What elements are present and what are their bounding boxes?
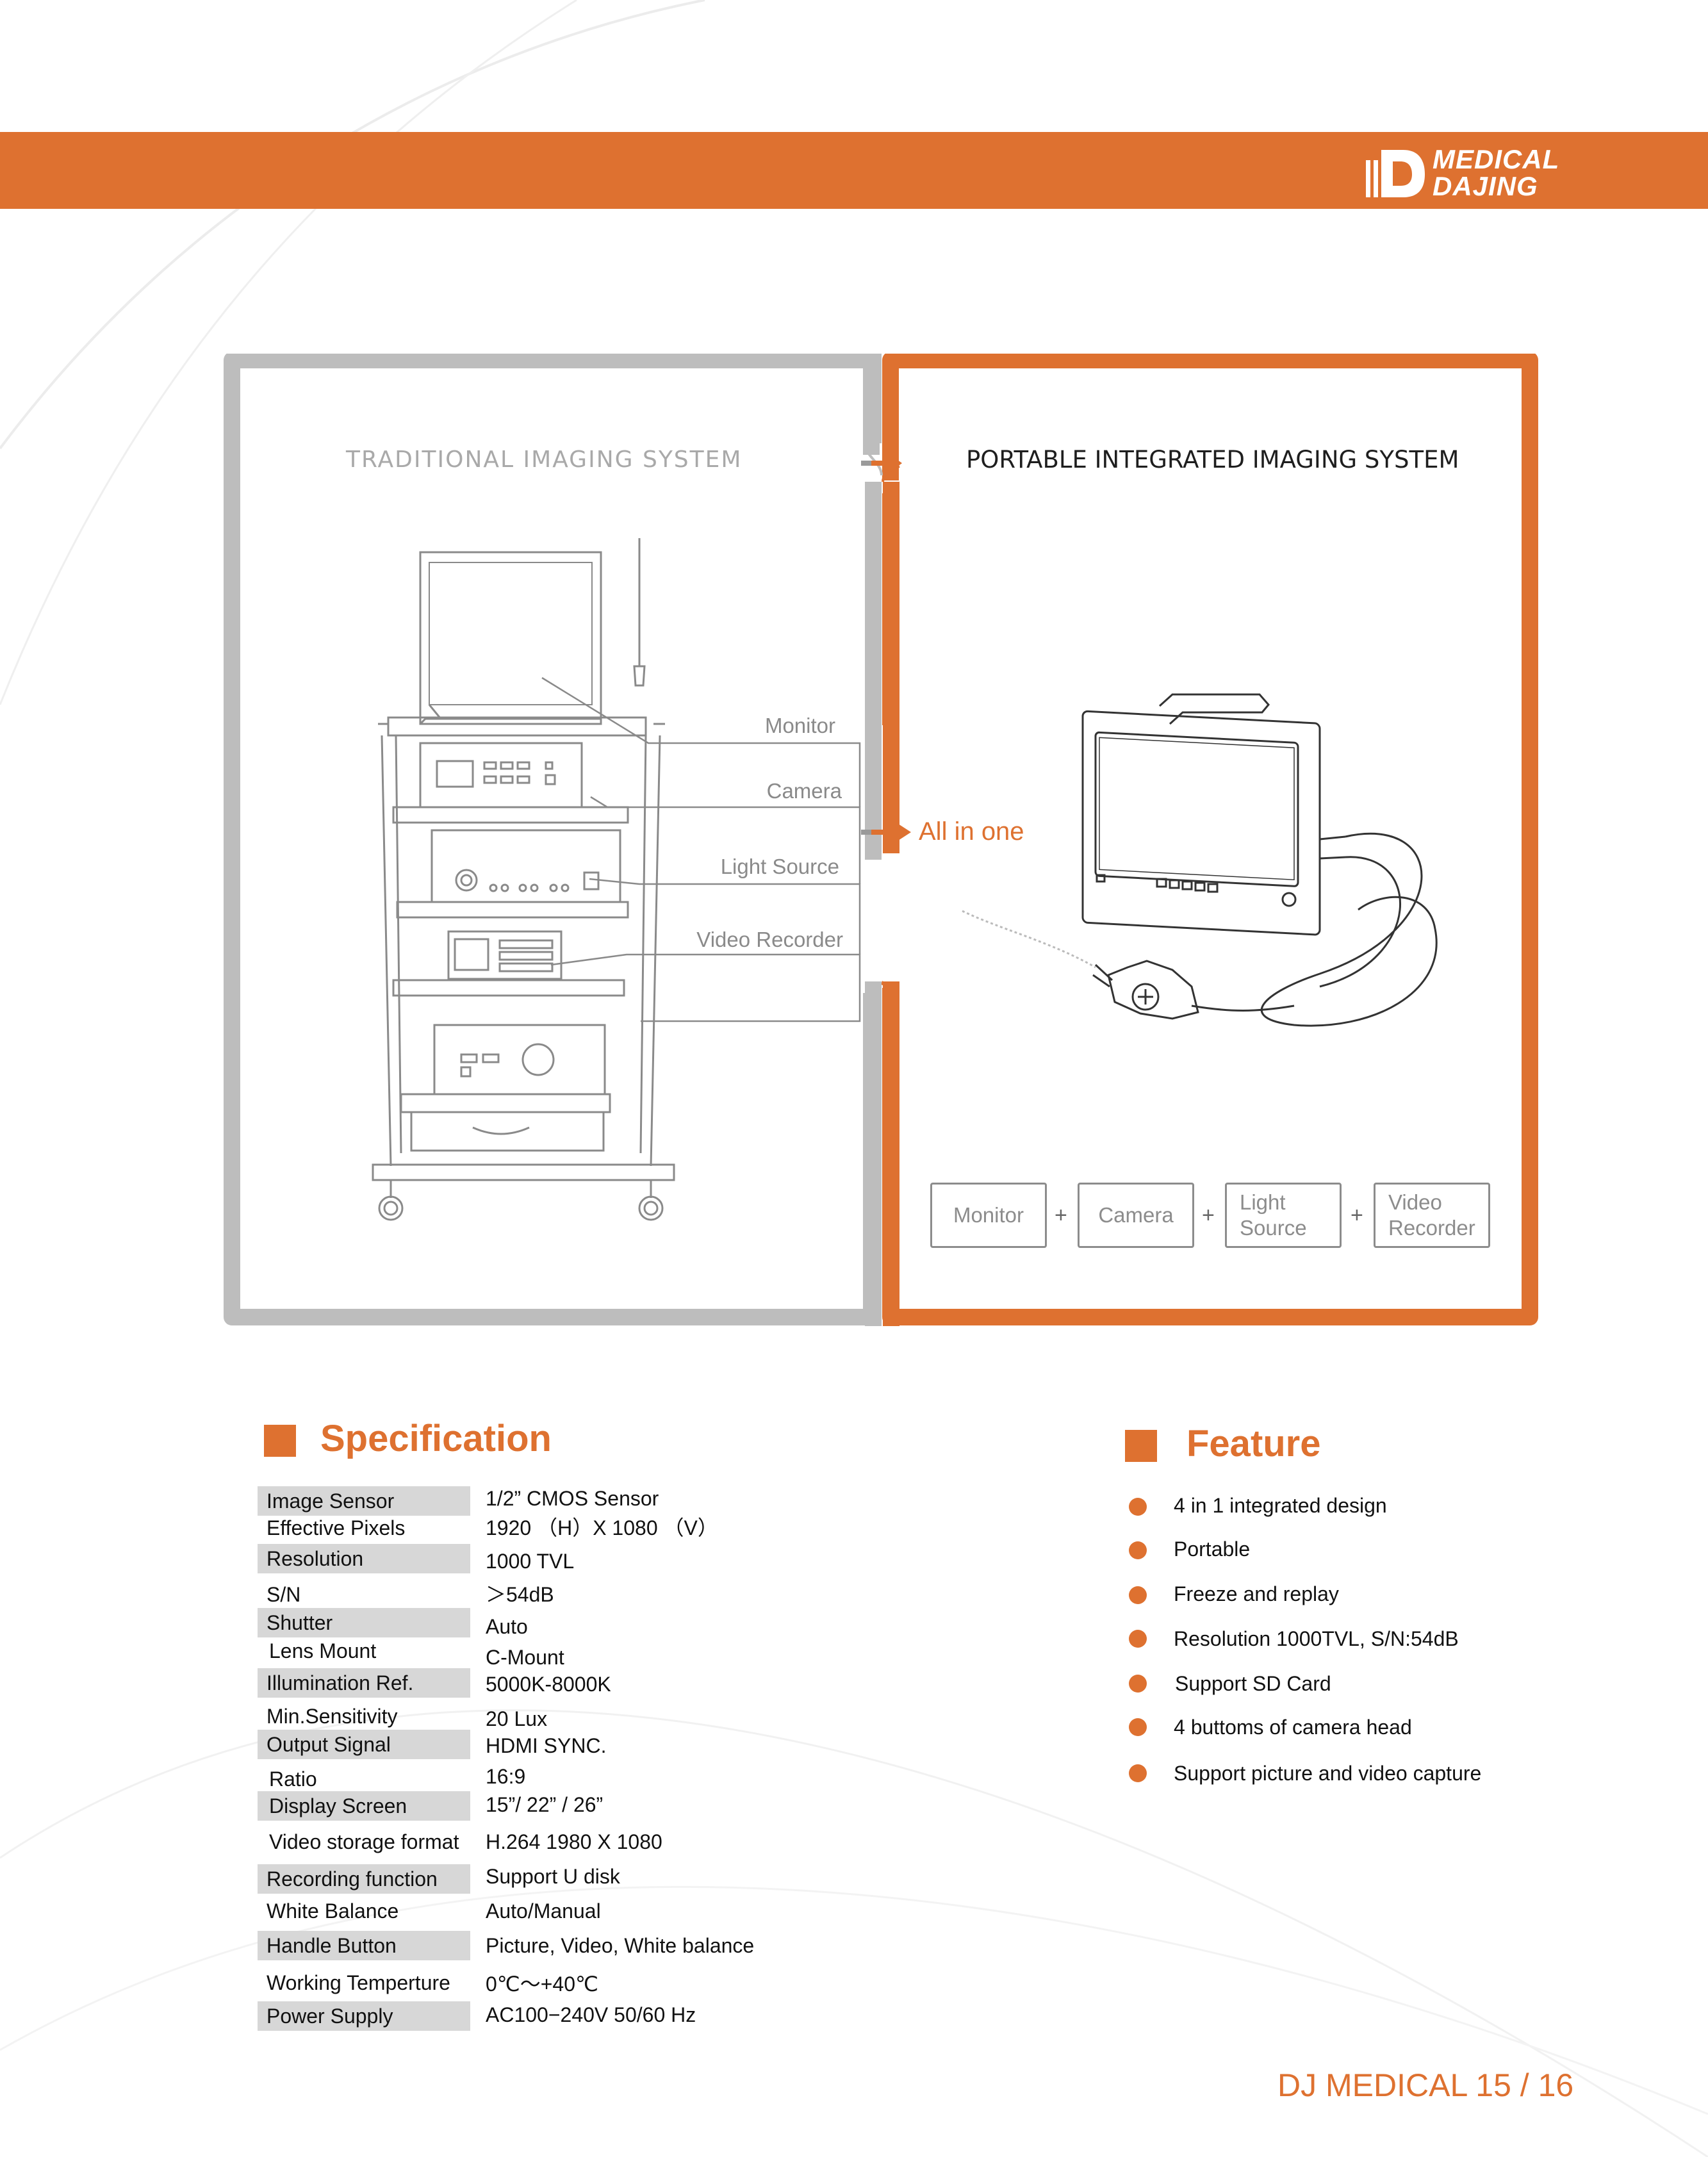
plus-3: +: [1351, 1203, 1363, 1227]
feature-item: Support SD Card: [1175, 1672, 1331, 1695]
feature-item: Freeze and replay: [1174, 1582, 1339, 1605]
spec-value-shutter: Auto: [486, 1615, 528, 1638]
bullet-icon: [1129, 1764, 1147, 1782]
combo-monitor-box: Monitor: [930, 1183, 1047, 1248]
spec-label-white-balance: White Balance: [267, 1899, 399, 1923]
spec-value-working-temperature: 0℃～+40℃: [486, 1972, 598, 1996]
spec-label-shutter: Shutter: [258, 1608, 470, 1637]
combo-camera-label: Camera: [1098, 1203, 1174, 1227]
callout-video-recorder: Video Recorder: [696, 928, 843, 951]
bullet-icon: [1129, 1541, 1147, 1559]
callout-camera: Camera: [766, 779, 842, 803]
spec-label-power-supply: Power Supply: [258, 2001, 470, 2031]
bullet-icon: [1129, 1586, 1147, 1604]
brand-line1: MEDICAL: [1433, 144, 1560, 174]
spec-label-display-screen: Display Screen: [258, 1791, 470, 1821]
spec-value-sn: ＞54dB: [486, 1583, 554, 1606]
spec-label-min-sensitivity: Min.Sensitivity: [267, 1705, 398, 1728]
combo-monitor-label: Monitor: [953, 1203, 1024, 1227]
spec-label-sn: S/N: [267, 1583, 301, 1606]
combo-video-recorder-box: Video Recorder: [1374, 1183, 1490, 1248]
bullet-icon: [1129, 1718, 1147, 1736]
spec-label-handle-button: Handle Button: [258, 1931, 470, 1960]
spec-value-white-balance: Auto/Manual: [486, 1899, 601, 1923]
plus-2: +: [1202, 1203, 1215, 1227]
spec-value-image-sensor: 1/2” CMOS Sensor: [486, 1487, 659, 1510]
spec-label-output-signal: Output Signal: [258, 1730, 470, 1759]
specification-title: Specification: [320, 1418, 552, 1459]
combo-camera-box: Camera: [1078, 1183, 1194, 1248]
spec-label-effective-pixels: Effective Pixels: [267, 1516, 406, 1539]
feature-item: Support picture and video capture: [1174, 1762, 1482, 1785]
spec-label-image-sensor: Image Sensor: [258, 1486, 470, 1516]
specification-marker: [264, 1425, 296, 1457]
traditional-title: TRADITIONAL IMAGING SYSTEM: [346, 447, 743, 473]
brand-logo: MEDICAL DAJING: [1363, 146, 1581, 200]
frame-divider: [864, 354, 900, 1326]
spec-value-min-sensitivity: 20 Lux: [486, 1707, 548, 1730]
title-arrow-icon: [861, 455, 902, 472]
spec-label-video-storage-format: Video storage format: [269, 1830, 459, 1853]
page-footer: DJ MEDICAL 15 / 16: [1277, 2067, 1574, 2103]
callout-light-source: Light Source: [720, 855, 839, 878]
all-in-one-arrow-icon: [861, 824, 911, 841]
spec-label-resolution: Resolution: [258, 1544, 470, 1573]
combo-video-recorder-label: Video Recorder: [1388, 1190, 1475, 1240]
spec-value-handle-button: Picture, Video, White balance: [486, 1934, 755, 1957]
traditional-cart-illustration: [372, 538, 861, 1221]
combo-light-source-label: Light Source: [1240, 1190, 1307, 1240]
spec-value-recording-function: Support U disk: [486, 1865, 620, 1888]
bullet-icon: [1129, 1630, 1147, 1648]
spec-label-working-temperature: Working Temperture: [267, 1971, 450, 1994]
feature-item: 4 in 1 integrated design: [1174, 1494, 1387, 1517]
plus-1: +: [1055, 1203, 1067, 1227]
feature-item: 4 buttoms of camera head: [1174, 1716, 1412, 1739]
spec-value-lens-mount: C-Mount: [486, 1646, 564, 1669]
spec-label-illumination: Illumination Ref.: [258, 1668, 470, 1698]
spec-label-lens-mount: Lens Mount: [269, 1639, 377, 1662]
brand-line2: DAJING: [1433, 171, 1538, 201]
all-in-one-label: All in one: [919, 817, 1024, 846]
spec-value-illumination: 5000K-8000K: [486, 1673, 611, 1696]
spec-value-video-storage-format: H.264 1980 X 1080: [486, 1830, 662, 1853]
portable-device-illustration: [962, 693, 1438, 1027]
spec-value-power-supply: AC100−240V 50/60 Hz: [486, 2003, 696, 2026]
combo-light-source-box: Light Source: [1225, 1183, 1342, 1248]
dajing-logo-icon: [1366, 150, 1425, 197]
spec-value-display-screen: 15”/ 22” / 26”: [486, 1793, 604, 1816]
spec-value-output-signal: HDMI SYNC.: [486, 1734, 607, 1757]
spec-value-resolution: 1000 TVL: [486, 1550, 575, 1573]
feature-title: Feature: [1187, 1423, 1321, 1464]
bullet-icon: [1129, 1498, 1147, 1516]
portable-title: PORTABLE INTEGRATED IMAGING SYSTEM: [966, 446, 1459, 473]
callout-monitor: Monitor: [764, 714, 835, 737]
spec-value-effective-pixels: 1920 （H）X 1080 （V）: [486, 1516, 718, 1539]
feature-item: Portable: [1174, 1538, 1251, 1561]
feature-marker: [1125, 1430, 1157, 1462]
feature-item: Resolution 1000TVL, S/N:54dB: [1174, 1627, 1459, 1650]
bullet-icon: [1129, 1675, 1147, 1693]
spec-value-ratio: 16:9: [486, 1765, 526, 1788]
spec-label-recording-function: Recording function: [258, 1864, 470, 1894]
spec-label-ratio: Ratio: [269, 1767, 317, 1791]
